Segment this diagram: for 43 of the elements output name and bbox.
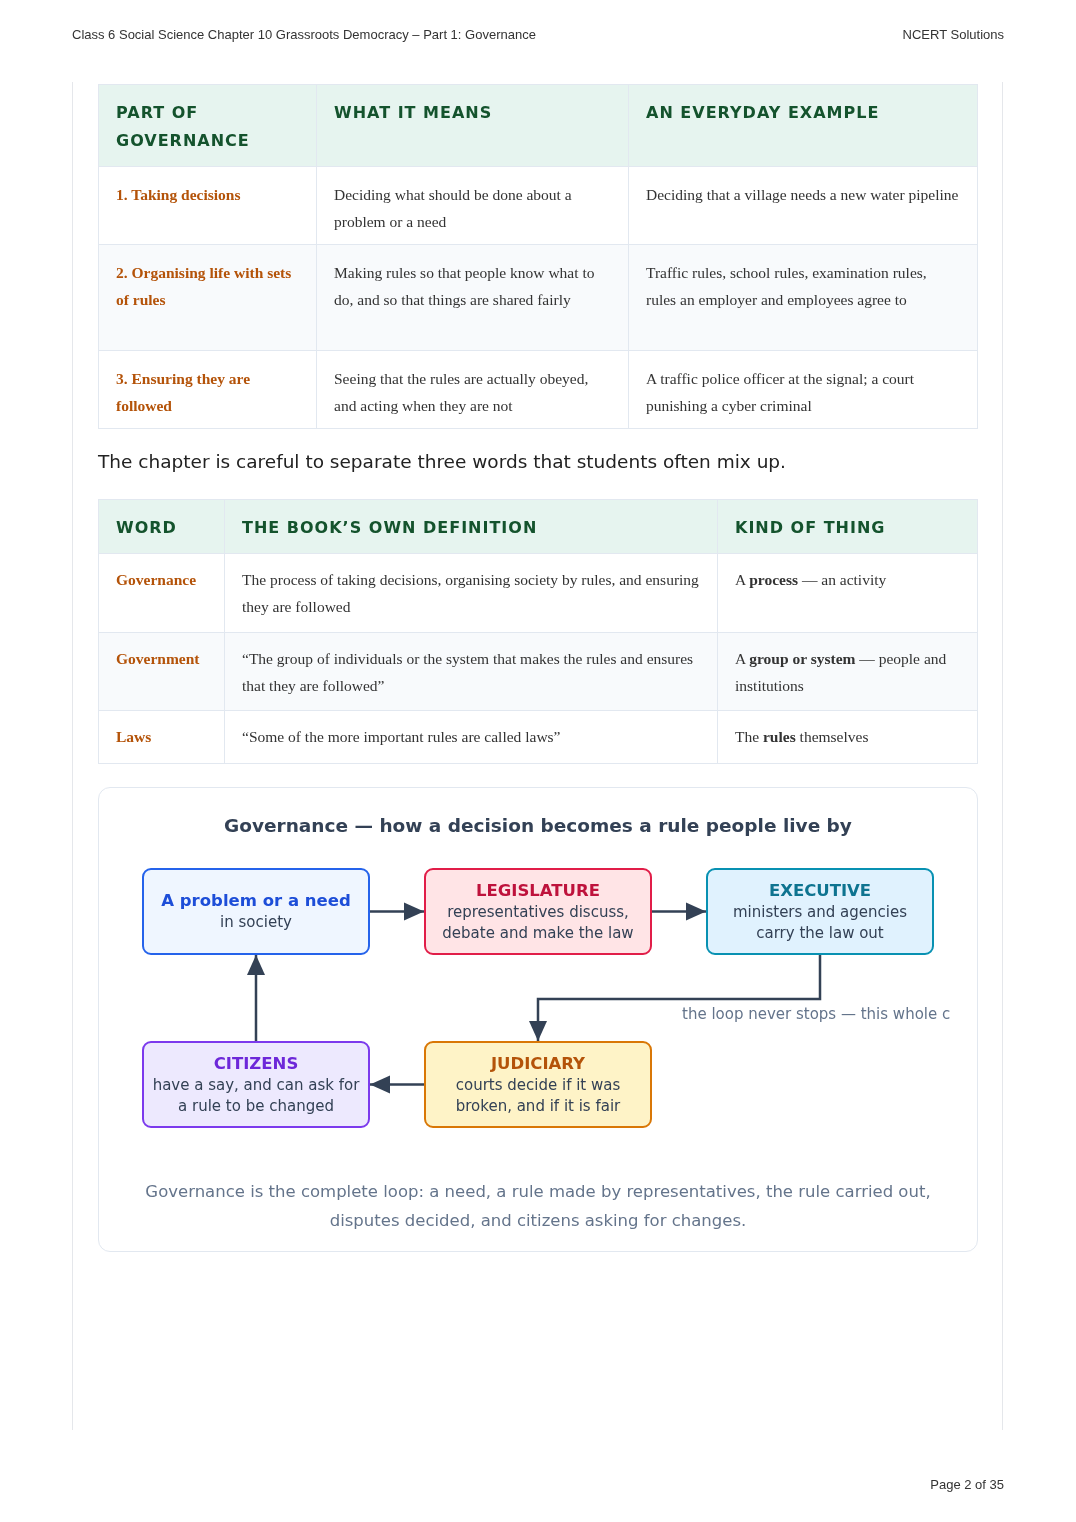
box-description: have a say, and can ask for a rule to be changed bbox=[151, 1074, 361, 1117]
table-cell: “The group of individuals or the system that makes the rules and ensures that they are followed” bbox=[224, 632, 718, 711]
table-cell: A traffic police officer at the signal; a court punishing a cyber criminal bbox=[628, 350, 978, 429]
table-cell: A group or system — people and institutions bbox=[717, 632, 978, 711]
column-header: WHAT IT MEANS bbox=[316, 84, 629, 167]
table-cell: Government bbox=[98, 632, 225, 711]
page-header: Class 6 Social Science Chapter 10 Grassroots Democracy – Part 1: Governance bbox=[72, 27, 537, 42]
box-heading: JUDICIARY bbox=[489, 1052, 587, 1075]
box-heading: A problem or a need bbox=[160, 890, 352, 912]
table-cell: Laws bbox=[98, 710, 225, 764]
table-cell: Traffic rules, school rules, examination rules, rules an employer and employees agree to bbox=[628, 244, 978, 351]
column-header: KIND OF THING bbox=[717, 499, 978, 554]
process-box bbox=[142, 868, 370, 955]
column-header: WORD bbox=[98, 499, 225, 554]
page-header: NCERT Solutions bbox=[901, 27, 1004, 42]
process-box bbox=[706, 868, 934, 955]
table-cell: 3. Ensuring they are followed bbox=[98, 350, 317, 429]
column-header: THE BOOK’S OWN DEFINITION bbox=[224, 499, 718, 554]
box-heading: CITIZENS bbox=[212, 1052, 300, 1075]
arrow bbox=[370, 1075, 424, 1094]
process-box bbox=[424, 1041, 652, 1128]
diagram-caption: Governance is the complete loop: a need, a rule made by representatives, the rule carried out, disputes decided, and citizens asking for changes. bbox=[144, 1181, 932, 1232]
column-header: AN EVERYDAY EXAMPLE bbox=[628, 84, 978, 167]
arrow bbox=[370, 902, 424, 921]
box-heading: LEGISLATURE bbox=[475, 879, 601, 902]
table-cell: Making rules so that people know what to do, and so that things are shared fairly bbox=[316, 244, 629, 351]
process-box bbox=[142, 1041, 370, 1128]
arrow bbox=[652, 902, 706, 921]
diagram-title: Governance — how a decision becomes a rule people live by bbox=[223, 815, 853, 836]
box-description: representatives discuss, debate and make the law bbox=[441, 901, 635, 944]
box-heading: EXECUTIVE bbox=[767, 879, 873, 902]
intro-sentence: The chapter is careful to separate three words that students often mix up. bbox=[98, 451, 787, 472]
arrow bbox=[247, 955, 265, 1041]
page-number: Page 2 of 35 bbox=[929, 1477, 1004, 1492]
table-cell: The rules themselves bbox=[717, 710, 978, 764]
box-description: in society bbox=[219, 912, 293, 933]
loop-note: the loop never stops — this whole c bbox=[682, 1005, 952, 1023]
table-cell: 2. Organising life with sets of rules bbox=[98, 244, 317, 351]
box-description: courts decide if it was broken, and if it is fair bbox=[454, 1074, 622, 1117]
box-description: ministers and agencies carry the law out bbox=[732, 901, 908, 944]
arrow bbox=[529, 955, 822, 1041]
process-box bbox=[424, 868, 652, 955]
column-header: PART OF GOVERNANCE bbox=[98, 84, 317, 167]
